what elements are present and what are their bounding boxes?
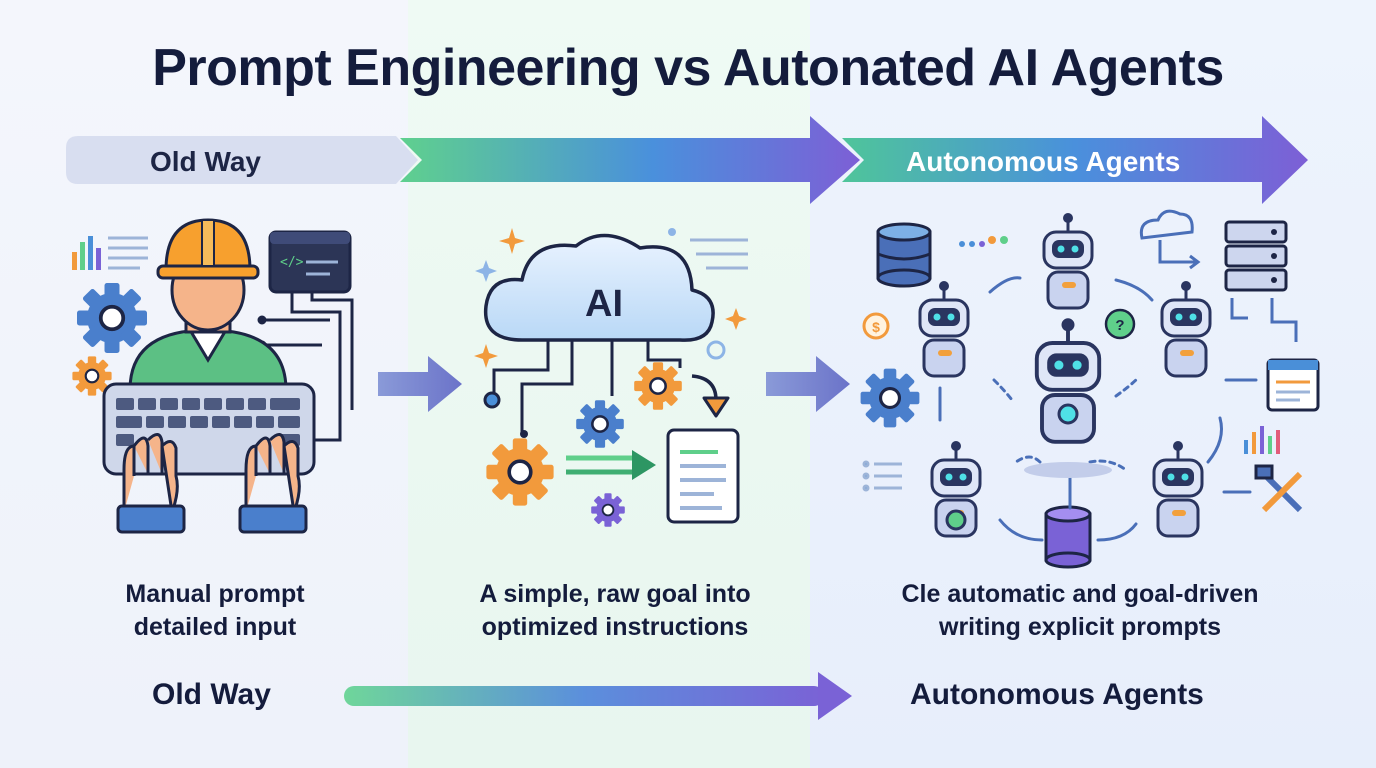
bar-chart-icon [72, 236, 148, 270]
dots-icon [959, 236, 1008, 247]
circuit-lines [492, 340, 682, 432]
robot-icon [1042, 211, 1094, 310]
svg-text:$: $ [872, 319, 880, 335]
database-icon [1044, 505, 1092, 569]
engineer-illustration: </> [71, 218, 354, 534]
connector-arrows [938, 276, 1258, 542]
bottom-old-way-label: Old Way [152, 678, 271, 711]
caption-line: Cle automatic and goal-driven [901, 580, 1259, 608]
autonomous-agents-band-label: Autonomous Agents [906, 146, 1181, 177]
page-title: Prompt Engineering vs Autonated AI Agent… [152, 39, 1224, 97]
bottom-autonomous-agents-label: Autonomous Agents [910, 678, 1204, 711]
caption-line: writing explicit prompts [939, 613, 1221, 641]
caption-line: A simple, raw goal into [479, 580, 751, 608]
gear-icon [859, 367, 921, 429]
flow-arrow-icon [766, 356, 850, 412]
caption-line: optimized instructions [481, 613, 749, 641]
progress-arrow-band [400, 116, 860, 204]
svg-text:?: ? [1115, 317, 1124, 334]
transition-caption: A simple, raw goal into optimized instru… [430, 578, 800, 644]
caption-line: Manual prompt [125, 580, 305, 608]
document-icon [666, 428, 740, 524]
autonomous-agents-band [842, 116, 1308, 204]
flow-arrow-icon [378, 356, 462, 412]
gear-icon [590, 492, 626, 528]
tools-icon [1254, 464, 1303, 513]
text-lines-icon [690, 238, 748, 270]
server-icon [1224, 220, 1288, 292]
robot-icon [1160, 279, 1212, 378]
browser-window-icon [1266, 358, 1320, 412]
caption-line: detailed input [133, 613, 297, 641]
chat-bubble-icon: ? [1104, 308, 1136, 340]
agents-network-illustration: $ ? [859, 209, 1320, 569]
old-way-caption: Manual prompt detailed input [60, 578, 370, 644]
bottom-progress-arrow [344, 672, 852, 720]
agents-caption: Cle automatic and goal-driven writing ex… [850, 578, 1310, 644]
sparkle-icon [474, 228, 747, 368]
output-arrow-icon [566, 450, 656, 480]
coin-icon: $ [862, 312, 890, 340]
ai-label: AI [585, 283, 623, 325]
robot-icon [918, 279, 970, 378]
cloud-sync-icon [1139, 209, 1201, 270]
hard-hat-icon [156, 218, 260, 280]
code-window-icon: </> [268, 230, 352, 294]
transition-panel [408, 0, 810, 768]
gear-icon [574, 398, 626, 450]
old-way-band [66, 136, 418, 184]
bar-chart-icon [1244, 426, 1280, 454]
right-hand [238, 433, 308, 534]
curved-arrow-icon [691, 374, 730, 418]
robot-icon [1152, 439, 1204, 538]
gear-icon [75, 281, 149, 355]
ai-cloud-illustration: AI [474, 228, 748, 528]
cloud-icon [483, 233, 715, 342]
svg-text:</>: </> [280, 255, 304, 270]
gear-icon [484, 436, 556, 508]
old-way-band-label: Old Way [150, 146, 261, 177]
gear-icon [632, 360, 684, 412]
database-icon [876, 222, 932, 288]
list-icon [862, 460, 902, 492]
left-hand [116, 433, 186, 534]
